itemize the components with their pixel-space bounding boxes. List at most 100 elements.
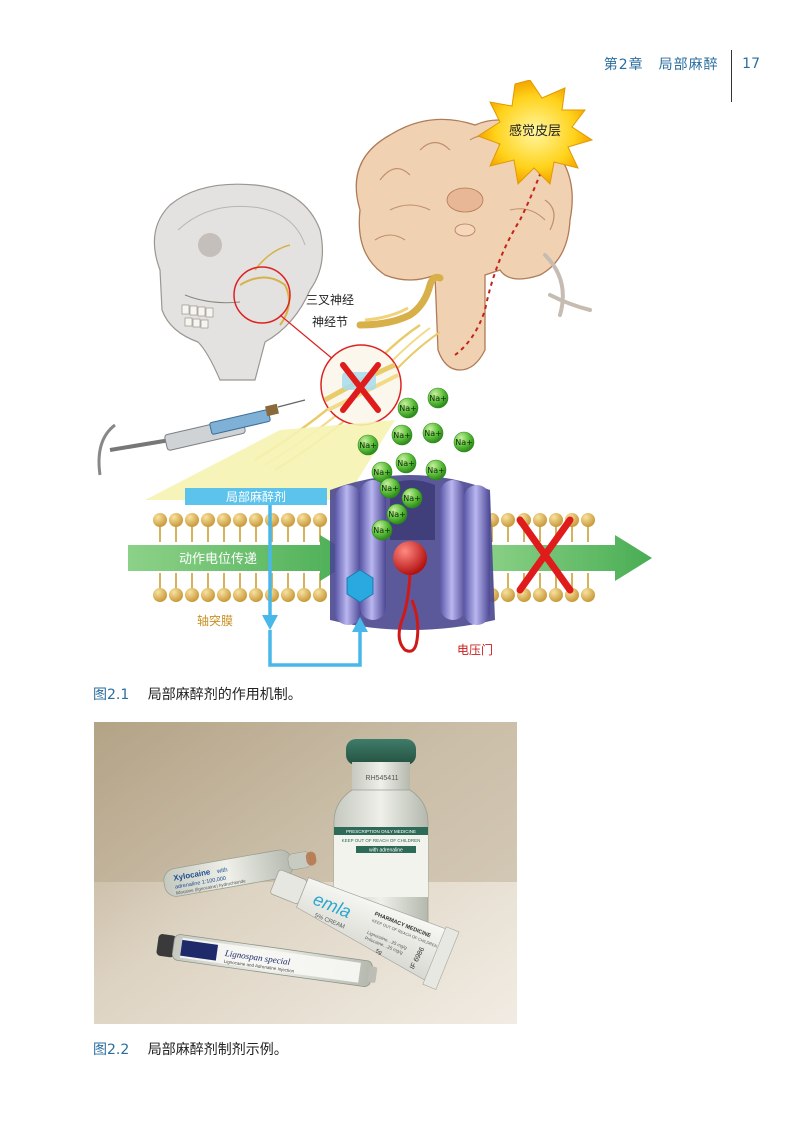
local-anesthetic-bar: 局部麻醉剂 [185,488,327,505]
lipid-head [249,588,263,602]
inactivation-gate-ball [393,541,427,575]
axon-membrane-label: 轴突膜 [197,613,233,628]
sodium-ion [391,424,413,446]
figure2-caption-text: 局部麻醉剂制剂示例。 [147,1042,288,1058]
lipid-head [233,513,247,527]
lipid-head [265,513,279,527]
vial: RH545411 PRESCRIPTION ONLY MEDICINE KEEP… [333,739,429,928]
figure1-caption: 图2.1 局部麻醉剂的作用机制。 [93,684,302,704]
anesthetic-molecule [346,569,374,603]
sodium-ion-label: Na+ [373,526,391,535]
lipid-head [217,513,231,527]
sensory-cortex-label: 感觉皮层 [509,123,561,139]
propagation-x-mark [516,516,574,594]
lipid-head [501,588,515,602]
emla-cream-tube: emla PHARMACY MEDICINE KEEP OUT OF REACH… [270,869,460,990]
connector-line [279,314,341,366]
lipid-head [169,588,183,602]
sodium-ion [422,422,444,444]
emla-weight: 5g [375,948,383,956]
injection-area-shading [145,420,395,500]
trigeminal-label-line1: 三叉神经 [306,293,354,307]
figure1-caption-text: 局部麻醉剂的作用机制。 [147,687,302,703]
figure2-number: 图2.2 [93,1042,130,1058]
sodium-ions: Na+ Na+ Na+ Na+ Na+ Na+ Na+ Na+ Na+ Na+ Na+ Na+ Na+ [357,387,475,541]
mechanism-illustration: 感觉皮层 三叉神经 神经节 [97,80,652,667]
lipid-head [313,588,327,602]
sodium-ion [397,397,419,419]
vial-text-2: KEEP OUT OF REACH OF CHILDREN [342,838,421,843]
lipid-head [217,588,231,602]
sodium-ion-label: Na+ [429,394,447,403]
lipid-head [153,588,167,602]
sodium-ion-label: Na+ [359,441,377,450]
sodium-ion-label: Na+ [427,466,445,475]
sodium-ion [425,459,447,481]
sodium-ion-label: Na+ [393,431,411,440]
action-potential-label: 动作电位传递 [179,552,257,567]
lipid-head [265,588,279,602]
syringe [97,399,306,476]
lipid-head [549,513,563,527]
trigeminal-label-line2: 神经节 [312,315,348,329]
page-header: 第2章 局部麻醉 17 [603,38,760,102]
page-number: 17 [742,56,760,72]
figure-anesthetic-products-photo: RH545411 PRESCRIPTION ONLY MEDICINE KEEP… [94,722,517,1024]
local-anesthetic-label: 局部麻醉剂 [226,489,286,504]
sodium-ion [379,477,401,499]
lipid-head [201,513,215,527]
sodium-ion [453,431,475,453]
lignospan-cartridge: Lignospan special Lignocaine and Adrenal… [156,934,378,987]
sodium-ion [427,387,449,409]
blocked-propagation-arrow [480,516,652,594]
lipid-head [233,588,247,602]
sodium-ion [357,434,379,456]
vial-code: RH545411 [366,775,399,782]
voltage-gate-label: 电压门 [457,642,493,657]
header-rule [730,50,733,102]
lipid-head [581,588,595,602]
sodium-ion-label: Na+ [399,404,417,413]
figure1-number: 图2.1 [93,687,130,703]
sodium-ion-label: Na+ [455,438,473,447]
lipid-head [313,513,327,527]
trigeminal-ganglion: 三叉神经 神经节 [306,273,444,329]
sodium-ion-label: Na+ [403,494,421,503]
lipid-head [501,513,515,527]
nerve-block-circle [320,344,402,426]
lipid-head [153,513,167,527]
chapter-title: 第2章 局部麻醉 [603,57,719,73]
lipid-head [281,513,295,527]
vial-text-1: PRESCRIPTION ONLY MEDICINE [346,829,416,834]
sodium-ion-label: Na+ [381,484,399,493]
anesthetic-pathway [262,505,368,667]
lipid-head [533,513,547,527]
lipid-head [581,513,595,527]
lipid-head [297,588,311,602]
lipid-head [297,513,311,527]
figure2-caption: 图2.2 局部麻醉剂制剂示例。 [93,1039,288,1059]
sodium-ion [386,503,408,525]
lipid-head [201,588,215,602]
sodium-ion [395,452,417,474]
lipid-head [169,513,183,527]
lipid-head [185,513,199,527]
lipid-head [533,588,547,602]
sodium-ion-label: Na+ [424,429,442,438]
lipid-head [549,588,563,602]
sodium-channel [330,475,495,653]
skull-illustration [153,183,324,381]
sodium-ion [371,519,393,541]
sodium-ion-label: Na+ [397,459,415,468]
sodium-ion-label: Na+ [373,468,391,477]
products-photo: RH545411 PRESCRIPTION ONLY MEDICINE KEEP… [94,722,517,1024]
lipid-head [281,588,295,602]
voltage-gate-tether [397,574,420,653]
ampoule-text-1: with [216,867,229,875]
lipid-head [249,513,263,527]
sodium-ion [401,487,423,509]
sodium-ion-label: Na+ [388,510,406,519]
block-x-mark [340,362,381,413]
vial-text-3: with adrenaline [369,848,403,854]
action-potential-arrow: 动作电位传递 [128,535,358,581]
